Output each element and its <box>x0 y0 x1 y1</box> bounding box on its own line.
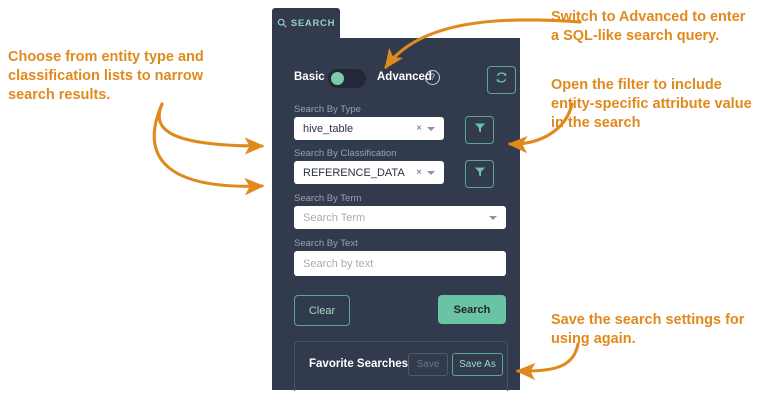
help-icon[interactable]: ? <box>425 70 440 85</box>
filter-button-classification[interactable] <box>465 160 494 188</box>
filter-icon <box>474 121 486 139</box>
mode-toggle-switch[interactable] <box>328 69 366 88</box>
clear-icon[interactable]: × <box>416 123 422 134</box>
favorite-searches-card: Favorite Searches Save Save As <box>294 341 508 391</box>
search-mode-toggle-row: Basic Advanced ? <box>294 66 516 94</box>
save-button[interactable]: Save <box>408 353 448 376</box>
search-by-text-placeholder: Search by text <box>303 257 374 270</box>
label-search-by-classification: Search By Classification <box>294 148 397 159</box>
save-as-button[interactable]: Save As <box>452 353 503 376</box>
search-panel: Basic Advanced ? Search By Type h <box>272 38 520 391</box>
filter-button-type[interactable] <box>465 116 494 144</box>
favorite-searches-title: Favorite Searches <box>309 358 409 370</box>
tab-search[interactable]: SEARCH <box>272 8 340 40</box>
label-search-by-text: Search By Text <box>294 238 358 249</box>
search-by-text-input[interactable]: Search by text <box>294 251 506 276</box>
basic-mode-label[interactable]: Basic <box>294 71 325 83</box>
chevron-down-icon[interactable] <box>427 170 435 175</box>
search-by-classification-select[interactable]: REFERENCE_DATA × <box>294 161 444 184</box>
annotation-save-search: Save the search settings for using again… <box>551 312 745 347</box>
refresh-button[interactable] <box>487 66 516 94</box>
search-by-classification-value: REFERENCE_DATA <box>303 166 405 179</box>
chevron-down-icon[interactable] <box>427 126 435 131</box>
annotation-filter-attributes: Open the filter to include entity-specif… <box>551 77 752 131</box>
search-by-type-select[interactable]: hive_table × <box>294 117 444 140</box>
annotation-entity-lists: Choose from entity type and classificati… <box>8 49 204 103</box>
search-button[interactable]: Search <box>438 295 506 324</box>
tab-search-label: SEARCH <box>290 17 336 29</box>
clear-button[interactable]: Clear <box>294 295 350 326</box>
label-search-by-term: Search By Term <box>294 193 362 204</box>
clear-icon[interactable]: × <box>416 167 422 178</box>
annotation-advanced-mode: Switch to Advanced to enter a SQL-like s… <box>551 9 746 44</box>
search-by-type-value: hive_table <box>303 122 354 135</box>
search-by-term-select[interactable]: Search Term <box>294 206 506 229</box>
filter-icon <box>474 165 486 183</box>
label-search-by-type: Search By Type <box>294 104 361 115</box>
chevron-down-icon[interactable] <box>489 215 497 220</box>
advanced-mode-label[interactable]: Advanced <box>377 71 432 83</box>
search-by-term-placeholder: Search Term <box>303 211 366 224</box>
search-icon <box>277 18 287 28</box>
toggle-knob <box>331 72 344 85</box>
refresh-icon <box>495 71 508 89</box>
